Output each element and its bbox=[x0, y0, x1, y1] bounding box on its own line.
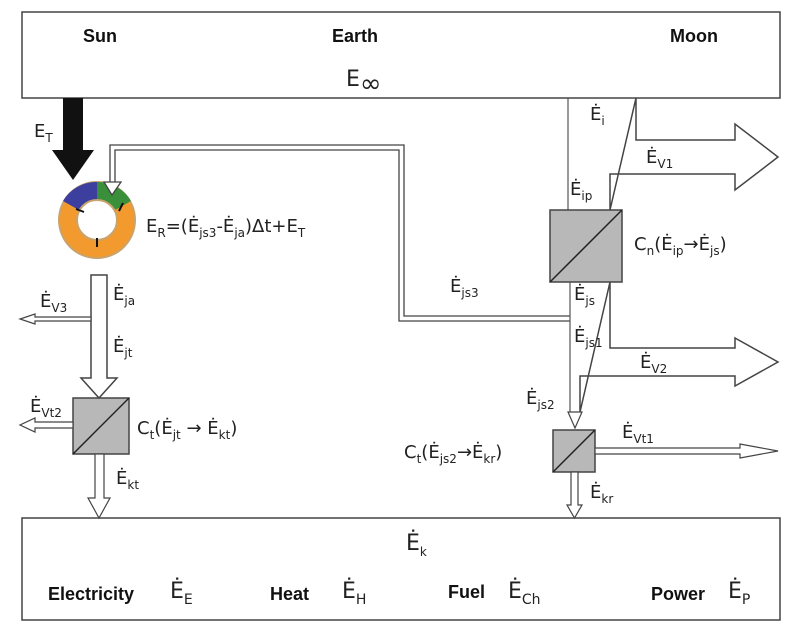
symbol-ech: ĖCh bbox=[508, 578, 541, 608]
label-ct-left: Ct(Ėjt → Ėkt) bbox=[137, 418, 237, 442]
flow-arrow-ev2 bbox=[579, 281, 780, 413]
label-cn: Cn(Ėip→Ėjs) bbox=[634, 234, 727, 258]
label-ekr: Ėkr bbox=[590, 482, 613, 506]
converter-ct-left bbox=[72, 397, 130, 455]
flow-line-ejs3 bbox=[102, 144, 570, 322]
label-heat: Heat bbox=[270, 584, 309, 604]
converter-cn bbox=[549, 209, 623, 283]
loss-arrow-evt2 bbox=[18, 417, 74, 433]
loss-arrow-evt1 bbox=[594, 443, 779, 459]
symbol-ek: Ėk bbox=[406, 530, 427, 559]
label-sun: Sun bbox=[83, 26, 117, 46]
label-ejs: Ėjs bbox=[574, 284, 595, 308]
symbol-eh: ĖH bbox=[342, 578, 366, 608]
converter-ct-right bbox=[552, 429, 596, 473]
loss-arrow-ev3 bbox=[18, 313, 92, 325]
label-evt1: ĖVt1 bbox=[622, 422, 654, 446]
label-ct-right: Ct(Ėjs2→Ėkr) bbox=[404, 442, 502, 466]
label-moon: Moon bbox=[670, 26, 718, 46]
storage-ring bbox=[58, 181, 136, 259]
top-box bbox=[21, 11, 781, 99]
label-ejs3: Ėjs3 bbox=[450, 276, 479, 300]
flow-arrow-ei bbox=[609, 97, 780, 211]
flow-arrow-ekt bbox=[86, 453, 112, 520]
label-fuel: Fuel bbox=[448, 582, 485, 602]
label-ekt: Ėkt bbox=[116, 468, 139, 492]
symbol-ep: ĖP bbox=[728, 578, 750, 608]
label-et: ET bbox=[34, 121, 53, 145]
bottom-box bbox=[21, 517, 781, 621]
flow-arrow-ejs2 bbox=[567, 411, 583, 430]
label-eip: Ėip bbox=[570, 179, 592, 203]
label-evt2: ĖVt2 bbox=[30, 396, 62, 420]
solar-input-arrow bbox=[52, 98, 94, 180]
label-ev3: ĖV3 bbox=[40, 291, 67, 315]
label-earth: Earth bbox=[332, 26, 378, 46]
flow-arrow-ejt bbox=[79, 274, 119, 400]
label-ev1: ĖV1 bbox=[646, 147, 673, 171]
symbol-e-infinity: E∞ bbox=[346, 67, 382, 99]
label-ev2: ĖV2 bbox=[640, 352, 667, 376]
label-power: Power bbox=[651, 584, 705, 604]
symbol-ee: ĖE bbox=[170, 578, 193, 608]
label-er-equation: ER=(Ėjs3-Ėja)Δt+ET bbox=[146, 216, 306, 240]
flow-arrow-ekr bbox=[565, 471, 584, 520]
label-eja: Ėja bbox=[113, 284, 135, 308]
label-ejs2: Ėjs2 bbox=[526, 388, 555, 412]
label-ejs1: Ėjs1 bbox=[574, 326, 603, 350]
label-ejt: Ėjt bbox=[113, 336, 133, 360]
label-ei: Ėi bbox=[590, 104, 605, 128]
label-electricity: Electricity bbox=[48, 584, 134, 604]
